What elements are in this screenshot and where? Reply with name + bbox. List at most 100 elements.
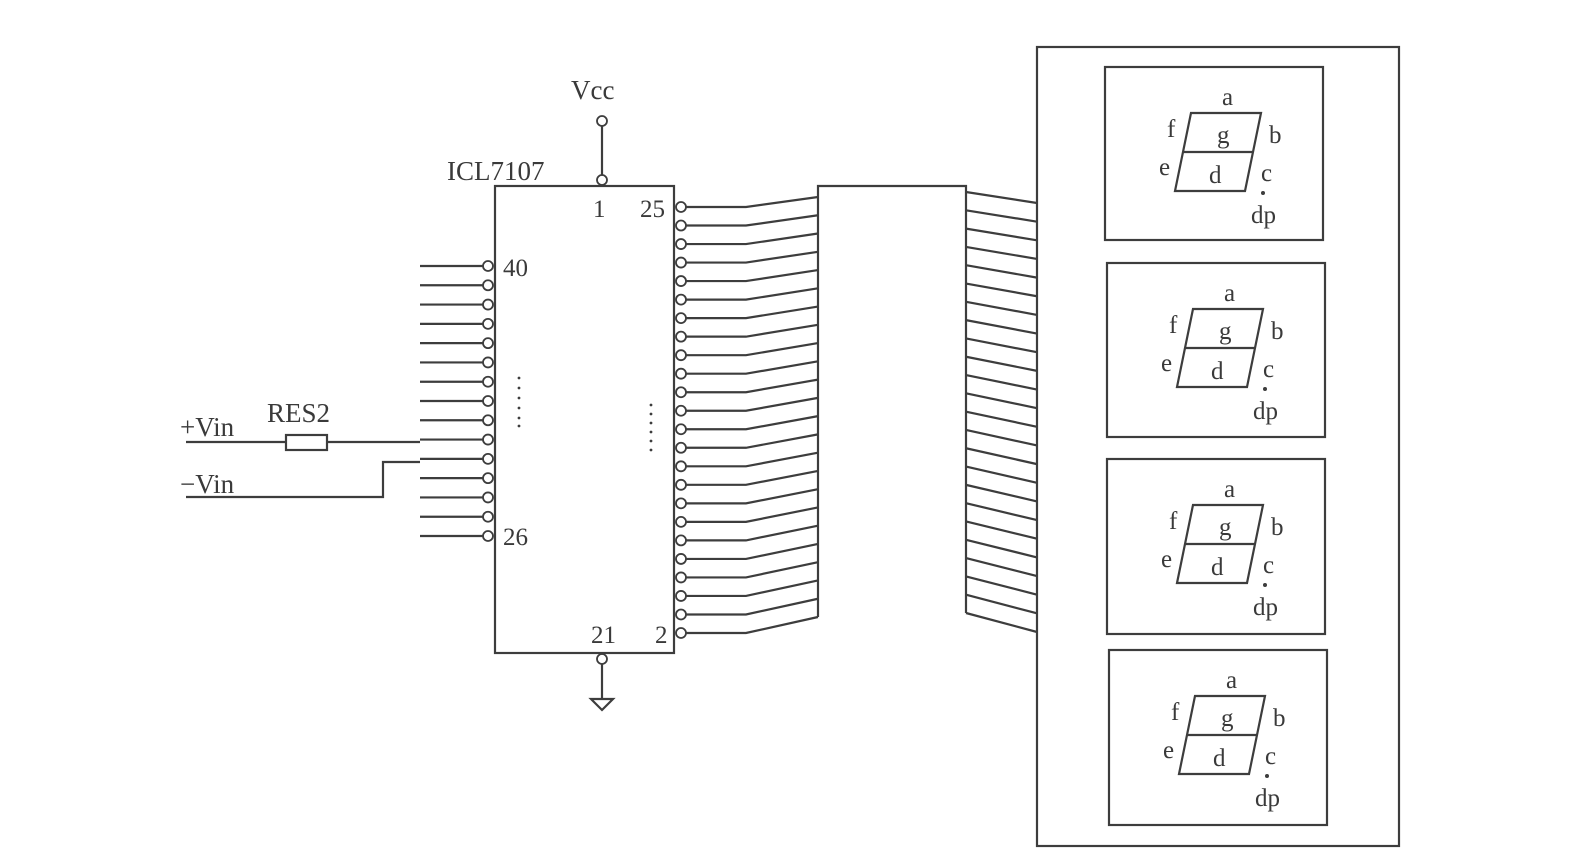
- digit-outline-icon: [1177, 694, 1267, 776]
- segment-f-label: f: [1169, 312, 1178, 339]
- segment-d-label: d: [1209, 162, 1222, 189]
- digit-frame: [1107, 648, 1329, 827]
- segment-e-label: e: [1161, 350, 1172, 377]
- left-pin-terminal: [482, 472, 494, 485]
- segment-dp-label: dp: [1253, 594, 1278, 621]
- right-pin-terminal: [675, 460, 687, 473]
- pin-2-label: 2: [655, 622, 668, 649]
- bus-output-line: [965, 190, 1038, 205]
- right-pin-terminal: [675, 571, 687, 584]
- right-pin-terminal: [675, 330, 687, 343]
- bus-output-line: [965, 373, 1038, 391]
- segment-dp-label: dp: [1251, 202, 1276, 229]
- segment-dp-label: dp: [1255, 785, 1280, 812]
- bus-output-line: [965, 355, 1038, 372]
- pin-40-label: 40: [503, 255, 528, 282]
- segment-e-label: e: [1161, 546, 1172, 573]
- right-pin-wire: [686, 415, 819, 431]
- right-pin-terminal: [675, 275, 687, 287]
- display-module: [1035, 45, 1401, 848]
- right-pin-wire: [686, 305, 819, 320]
- right-pin-wire: [686, 396, 819, 412]
- right-pin-wire: [686, 287, 819, 301]
- bus-output-line: [965, 465, 1038, 484]
- right-pin-terminal: [675, 608, 687, 621]
- bus-output-line: [965, 611, 1038, 634]
- right-pin-wire: [686, 579, 819, 598]
- bus-output-line: [965, 282, 1038, 298]
- segment-b-label: b: [1271, 514, 1284, 541]
- digit-frame: [1103, 65, 1325, 242]
- bus-output-line: [965, 502, 1038, 522]
- bus-output-line: [965, 593, 1038, 615]
- minus-vin-label: −Vin: [180, 469, 235, 499]
- bus-output-line: [965, 245, 1038, 261]
- digit-outline-icon: [1175, 503, 1265, 585]
- right-pins-ellipsis: [649, 403, 653, 452]
- right-pin-wire: [686, 342, 819, 357]
- vcc-label: Vcc: [571, 75, 614, 105]
- right-pin-terminal: [675, 219, 687, 232]
- right-pin-wire: [686, 451, 819, 468]
- bus-output-line: [965, 337, 1038, 354]
- segment-dp-label: dp: [1253, 398, 1278, 425]
- right-pin-terminal: [675, 312, 687, 325]
- segment-b-label: b: [1271, 318, 1284, 345]
- left-pin-terminal: [482, 356, 494, 369]
- left-pin-terminal: [482, 375, 494, 388]
- segment-d-label: d: [1211, 554, 1224, 581]
- right-pin-terminal: [675, 386, 687, 399]
- bus-output-line: [965, 447, 1038, 466]
- left-pin-terminal: [482, 530, 494, 542]
- segment-f-label: f: [1169, 508, 1178, 535]
- right-pin-terminal: [675, 349, 687, 362]
- segment-b-label: b: [1273, 705, 1286, 732]
- digit-frame: [1105, 261, 1327, 439]
- left-pin-terminal: [482, 510, 494, 523]
- left-pin-terminal: [482, 491, 494, 504]
- pin-1-label: 1: [593, 196, 606, 223]
- digit-outline-icon: [1175, 307, 1265, 389]
- right-pin-wire: [686, 433, 819, 449]
- right-pin-wire: [686, 268, 819, 283]
- bus-output-line: [965, 538, 1038, 559]
- segment-c-label: c: [1263, 356, 1274, 383]
- pin-21-terminal: [596, 653, 608, 665]
- segment-a-label: a: [1224, 280, 1235, 307]
- segment-g-label: g: [1219, 514, 1232, 541]
- right-pin-terminal: [675, 256, 687, 269]
- right-pin-terminal: [675, 627, 687, 639]
- right-pin-wire: [686, 214, 819, 227]
- left-pin-terminal: [482, 433, 494, 446]
- right-pin-terminal: [675, 423, 687, 436]
- left-pin-terminal: [482, 260, 494, 272]
- segment-c-label: c: [1261, 160, 1272, 187]
- bus-output-line: [965, 264, 1038, 279]
- right-pin-terminal: [675, 534, 687, 547]
- segment-d-label: d: [1211, 358, 1224, 385]
- left-pin-terminal: [482, 298, 494, 311]
- left-pin-terminal: [482, 317, 494, 330]
- data-bus: [816, 184, 968, 617]
- bus-output-line: [965, 227, 1038, 242]
- bus-output-line: [965, 575, 1038, 596]
- pin-1-terminal: [596, 174, 608, 186]
- right-pin-wire: [686, 488, 819, 505]
- vcc-terminal: [596, 115, 608, 127]
- pin-26-label: 26: [503, 524, 528, 551]
- right-pin-terminal: [675, 404, 687, 417]
- right-pin-terminal: [675, 238, 687, 250]
- right-pin-wire: [686, 232, 819, 246]
- segment-f-label: f: [1167, 116, 1176, 143]
- bus-output-line: [965, 410, 1038, 428]
- bus-output-lines: [965, 190, 1038, 634]
- segment-e-label: e: [1163, 737, 1174, 764]
- right-pin-wire: [686, 250, 819, 264]
- right-pin-wire: [686, 597, 819, 616]
- resistor-label: RES2: [267, 398, 330, 428]
- left-pin-group: [420, 260, 494, 542]
- segment-a-label: a: [1222, 84, 1233, 111]
